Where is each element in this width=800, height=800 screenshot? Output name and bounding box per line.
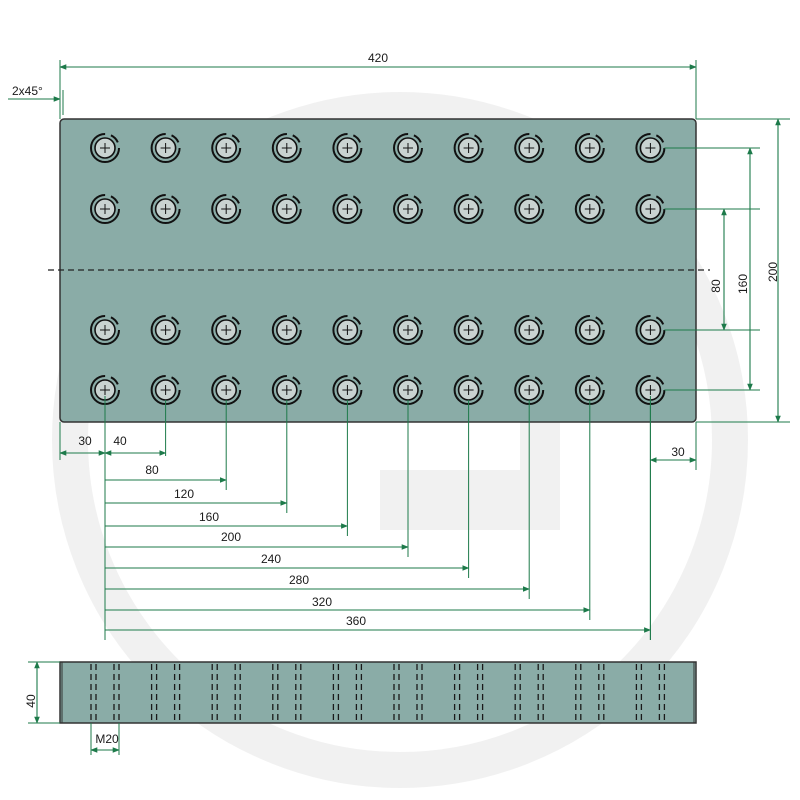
thread-ring	[574, 315, 605, 345]
bolt-hole	[514, 194, 545, 224]
top-view-dimensions	[8, 60, 790, 640]
thread-ring	[271, 133, 302, 163]
dim-hole-pitch: 40	[113, 434, 127, 448]
dim-column-offset-80: 80	[145, 463, 159, 477]
thread-ring	[574, 194, 605, 224]
bolt-hole	[271, 315, 302, 345]
thread-ring	[271, 315, 302, 345]
thread-ring	[271, 194, 302, 224]
dim-thickness: 40	[24, 694, 38, 708]
thread-ring	[393, 315, 423, 345]
bolt-hole	[271, 133, 302, 163]
bolt-hole	[574, 194, 605, 224]
bolt-hole	[332, 133, 363, 163]
bolt-hole	[574, 315, 605, 345]
bolt-hole	[635, 133, 666, 163]
bolt-hole	[393, 194, 423, 224]
dim-overall-width: 420	[368, 51, 388, 65]
thread-ring	[453, 315, 484, 345]
dim-column-offset-200: 200	[221, 530, 241, 544]
thread-ring	[332, 315, 363, 345]
bolt-hole	[211, 375, 242, 405]
bolt-hole	[90, 315, 120, 345]
dim-left-edge-offset: 30	[78, 434, 92, 448]
thread-ring	[514, 133, 545, 163]
thread-ring	[453, 133, 484, 163]
bolt-hole	[211, 315, 242, 345]
bolt-hole	[453, 375, 484, 405]
dim-right-edge-offset: 30	[671, 445, 685, 459]
thread-ring	[514, 315, 545, 345]
dim-inner-hole-spacing: 80	[709, 279, 723, 293]
bolt-hole	[332, 315, 363, 345]
dim-column-offset-120: 120	[174, 487, 194, 501]
side-view-dimensions	[28, 661, 120, 755]
bolt-hole	[453, 133, 484, 163]
bolt-hole	[90, 133, 120, 163]
bolt-hole	[453, 194, 484, 224]
thread-ring	[90, 315, 120, 345]
bolt-hole	[332, 375, 363, 405]
bolt-hole	[514, 375, 545, 405]
thread-ring	[332, 194, 363, 224]
dim-overall-height: 200	[766, 262, 780, 282]
bolt-hole	[574, 375, 605, 405]
bolt-hole	[574, 133, 605, 163]
dim-outer-hole-spacing: 160	[736, 274, 750, 294]
plate-side-view	[28, 661, 697, 755]
bolt-hole	[211, 194, 242, 224]
plate-side-outline	[59, 661, 697, 724]
thread-ring	[90, 133, 120, 163]
bolt-hole	[211, 133, 242, 163]
bolt-hole	[90, 194, 120, 224]
thread-ring	[453, 194, 484, 224]
bolt-hole	[393, 375, 423, 405]
thread-ring	[150, 315, 181, 345]
bolt-hole	[393, 133, 423, 163]
dim-column-offset-240: 240	[261, 552, 281, 566]
thread-ring	[393, 194, 423, 224]
thread-ring	[514, 194, 545, 224]
thread-ring	[90, 194, 120, 224]
thread-ring	[393, 133, 423, 163]
thread-ring	[211, 133, 242, 163]
bolt-hole	[271, 375, 302, 405]
bolt-hole	[271, 194, 302, 224]
dim-thread: M20	[95, 732, 119, 746]
bolt-hole	[514, 315, 545, 345]
bolt-hole	[514, 133, 545, 163]
bolt-hole	[150, 194, 181, 224]
thread-ring	[574, 133, 605, 163]
dim-column-offset-280: 280	[289, 573, 309, 587]
dim-column-offset-360: 360	[346, 614, 366, 628]
bolt-hole	[150, 315, 181, 345]
hole-grid	[90, 133, 666, 405]
bolt-hole	[453, 315, 484, 345]
thread-ring	[332, 133, 363, 163]
dim-column-offset-160: 160	[199, 510, 219, 524]
bolt-hole	[150, 133, 181, 163]
bolt-hole	[150, 375, 181, 405]
bolt-hole	[635, 315, 666, 345]
thread-ring	[150, 194, 181, 224]
dim-column-offset-320: 320	[312, 595, 332, 609]
bolt-hole	[332, 194, 363, 224]
plate-top-view	[8, 60, 790, 640]
thread-ring	[150, 133, 181, 163]
bolt-hole	[635, 194, 666, 224]
thread-ring	[211, 315, 242, 345]
thread-ring	[211, 194, 242, 224]
bolt-hole	[393, 315, 423, 345]
dim-chamfer: 2x45°	[12, 84, 43, 98]
